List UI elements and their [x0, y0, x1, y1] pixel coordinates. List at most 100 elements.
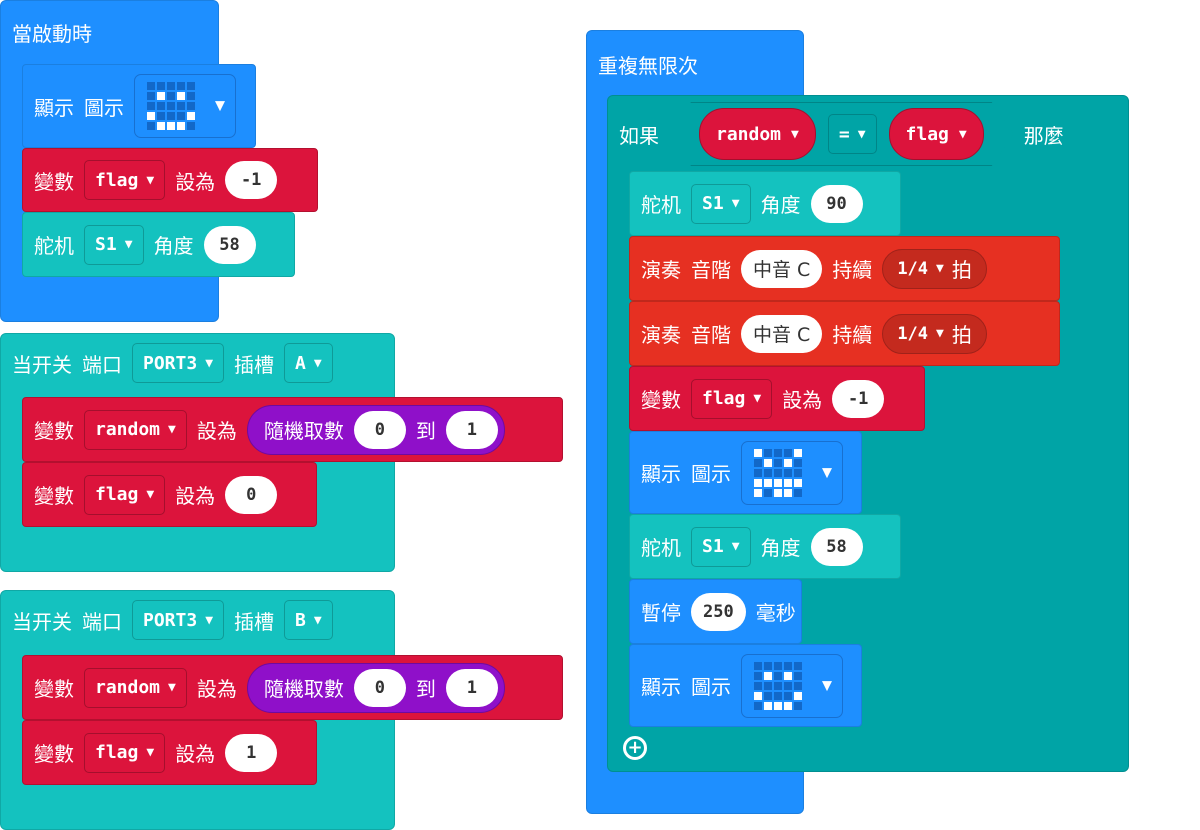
slot-dropdown[interactable]: B▼ — [284, 600, 333, 640]
led-cell[interactable] — [784, 448, 792, 457]
beat-dropdown[interactable]: 1/4▼拍 — [882, 248, 987, 289]
led-cell[interactable] — [794, 681, 802, 690]
led-cell[interactable] — [794, 448, 802, 457]
led-cell[interactable] — [794, 458, 802, 467]
slot-dropdown[interactable]: A▼ — [284, 343, 333, 383]
random-from-input[interactable]: 0 — [353, 410, 406, 449]
led-cell[interactable] — [784, 468, 792, 477]
led-cell[interactable] — [774, 661, 782, 670]
led-cell[interactable] — [764, 691, 772, 700]
led-cell[interactable] — [764, 458, 772, 467]
led-cell[interactable] — [754, 671, 762, 680]
beat-dropdown[interactable]: 1/4▼拍 — [882, 313, 987, 354]
servo-block[interactable]: 舵机 S1▼ 角度 90 — [629, 171, 901, 236]
led-cell[interactable] — [794, 701, 802, 710]
led-cell[interactable] — [784, 701, 792, 710]
led-cell[interactable] — [764, 661, 772, 670]
set-flag-block[interactable]: 變數 flag▼ 設為 -1 — [22, 148, 318, 212]
led-cell[interactable] — [794, 478, 802, 487]
led-cell[interactable] — [167, 122, 175, 130]
variable-dropdown[interactable]: random▼ — [84, 667, 187, 708]
led-cell[interactable] — [177, 102, 185, 110]
pin-dropdown[interactable]: S1▼ — [691, 526, 751, 567]
led-icon-picker[interactable]: ▼ — [741, 653, 843, 718]
servo-block[interactable]: 舵机 S1▼ 角度 58 — [629, 514, 901, 579]
random-variable-reporter[interactable]: random▼ — [699, 108, 816, 160]
led-cell[interactable] — [794, 691, 802, 700]
led-cell[interactable] — [754, 468, 762, 477]
pin-dropdown[interactable]: S1▼ — [691, 183, 751, 224]
variable-dropdown[interactable]: random▼ — [84, 409, 187, 450]
led-cell[interactable] — [754, 681, 762, 690]
led-cell[interactable] — [764, 468, 772, 477]
led-cell[interactable] — [774, 458, 782, 467]
led-icon-picker[interactable]: ▼ — [134, 74, 236, 138]
led-cell[interactable] — [167, 102, 175, 110]
led-cell[interactable] — [157, 92, 165, 100]
led-cell[interactable] — [187, 92, 195, 100]
led-cell[interactable] — [187, 112, 195, 120]
led-cell[interactable] — [754, 458, 762, 467]
led-cell[interactable] — [187, 122, 195, 130]
show-icon-block[interactable]: 顯示 圖示 ▼ — [629, 644, 862, 727]
led-cell[interactable] — [764, 681, 772, 690]
led-cell[interactable] — [774, 681, 782, 690]
led-cell[interactable] — [764, 701, 772, 710]
random-from-input[interactable]: 0 — [353, 668, 406, 707]
value-input[interactable]: 0 — [225, 475, 278, 514]
pin-dropdown[interactable]: S1▼ — [84, 224, 144, 265]
add-else-plus-icon[interactable]: + — [623, 736, 647, 760]
play-tone-block[interactable]: 演奏 音階 中音 C 持續 1/4▼拍 — [629, 236, 1060, 301]
led-cell[interactable] — [754, 448, 762, 457]
led-cell[interactable] — [774, 468, 782, 477]
led-cell[interactable] — [754, 661, 762, 670]
led-cell[interactable] — [754, 691, 762, 700]
set-flag-block[interactable]: 變數 flag▼ 設為 -1 — [629, 366, 925, 431]
led-cell[interactable] — [764, 671, 772, 680]
value-input[interactable]: 1 — [225, 733, 278, 772]
led-cell[interactable] — [784, 691, 792, 700]
led-cell[interactable] — [167, 92, 175, 100]
led-cell[interactable] — [167, 82, 175, 90]
led-cell[interactable] — [147, 102, 155, 110]
led-cell[interactable] — [157, 112, 165, 120]
random-to-input[interactable]: 1 — [445, 410, 498, 449]
led-cell[interactable] — [177, 82, 185, 90]
led-cell[interactable] — [784, 671, 792, 680]
led-cell[interactable] — [754, 701, 762, 710]
led-cell[interactable] — [187, 102, 195, 110]
variable-dropdown[interactable]: flag▼ — [691, 378, 773, 419]
led-cell[interactable] — [764, 478, 772, 487]
port-dropdown[interactable]: PORT3▼ — [132, 343, 225, 383]
led-cell[interactable] — [774, 701, 782, 710]
show-icon-block[interactable]: 顯示 圖示 ▼ — [22, 64, 256, 148]
set-flag-block[interactable]: 變數 flag▼ 設為 1 — [22, 720, 317, 785]
led-cell[interactable] — [784, 478, 792, 487]
pause-ms-input[interactable]: 250 — [691, 592, 746, 631]
angle-input[interactable]: 58 — [810, 527, 863, 566]
led-cell[interactable] — [147, 82, 155, 90]
led-cell[interactable] — [794, 488, 802, 497]
random-to-input[interactable]: 1 — [445, 668, 498, 707]
led-cell[interactable] — [774, 691, 782, 700]
random-number-block[interactable]: 隨機取數 0 到 1 — [246, 662, 505, 713]
led-cell[interactable] — [794, 468, 802, 477]
angle-input[interactable]: 90 — [810, 184, 863, 223]
led-cell[interactable] — [794, 671, 802, 680]
led-cell[interactable] — [774, 488, 782, 497]
led-cell[interactable] — [147, 92, 155, 100]
led-cell[interactable] — [157, 102, 165, 110]
random-number-block[interactable]: 隨機取數 0 到 1 — [246, 404, 505, 455]
variable-dropdown[interactable]: flag▼ — [84, 732, 166, 773]
show-icon-block[interactable]: 顯示 圖示 ▼ — [629, 431, 862, 514]
led-cell[interactable] — [177, 122, 185, 130]
led-cell[interactable] — [784, 661, 792, 670]
led-cell[interactable] — [157, 82, 165, 90]
led-cell[interactable] — [177, 92, 185, 100]
led-cell[interactable] — [784, 458, 792, 467]
led-cell[interactable] — [794, 661, 802, 670]
led-cell[interactable] — [157, 122, 165, 130]
led-cell[interactable] — [764, 448, 772, 457]
value-input[interactable]: -1 — [832, 379, 885, 418]
variable-dropdown[interactable]: flag▼ — [84, 160, 166, 200]
